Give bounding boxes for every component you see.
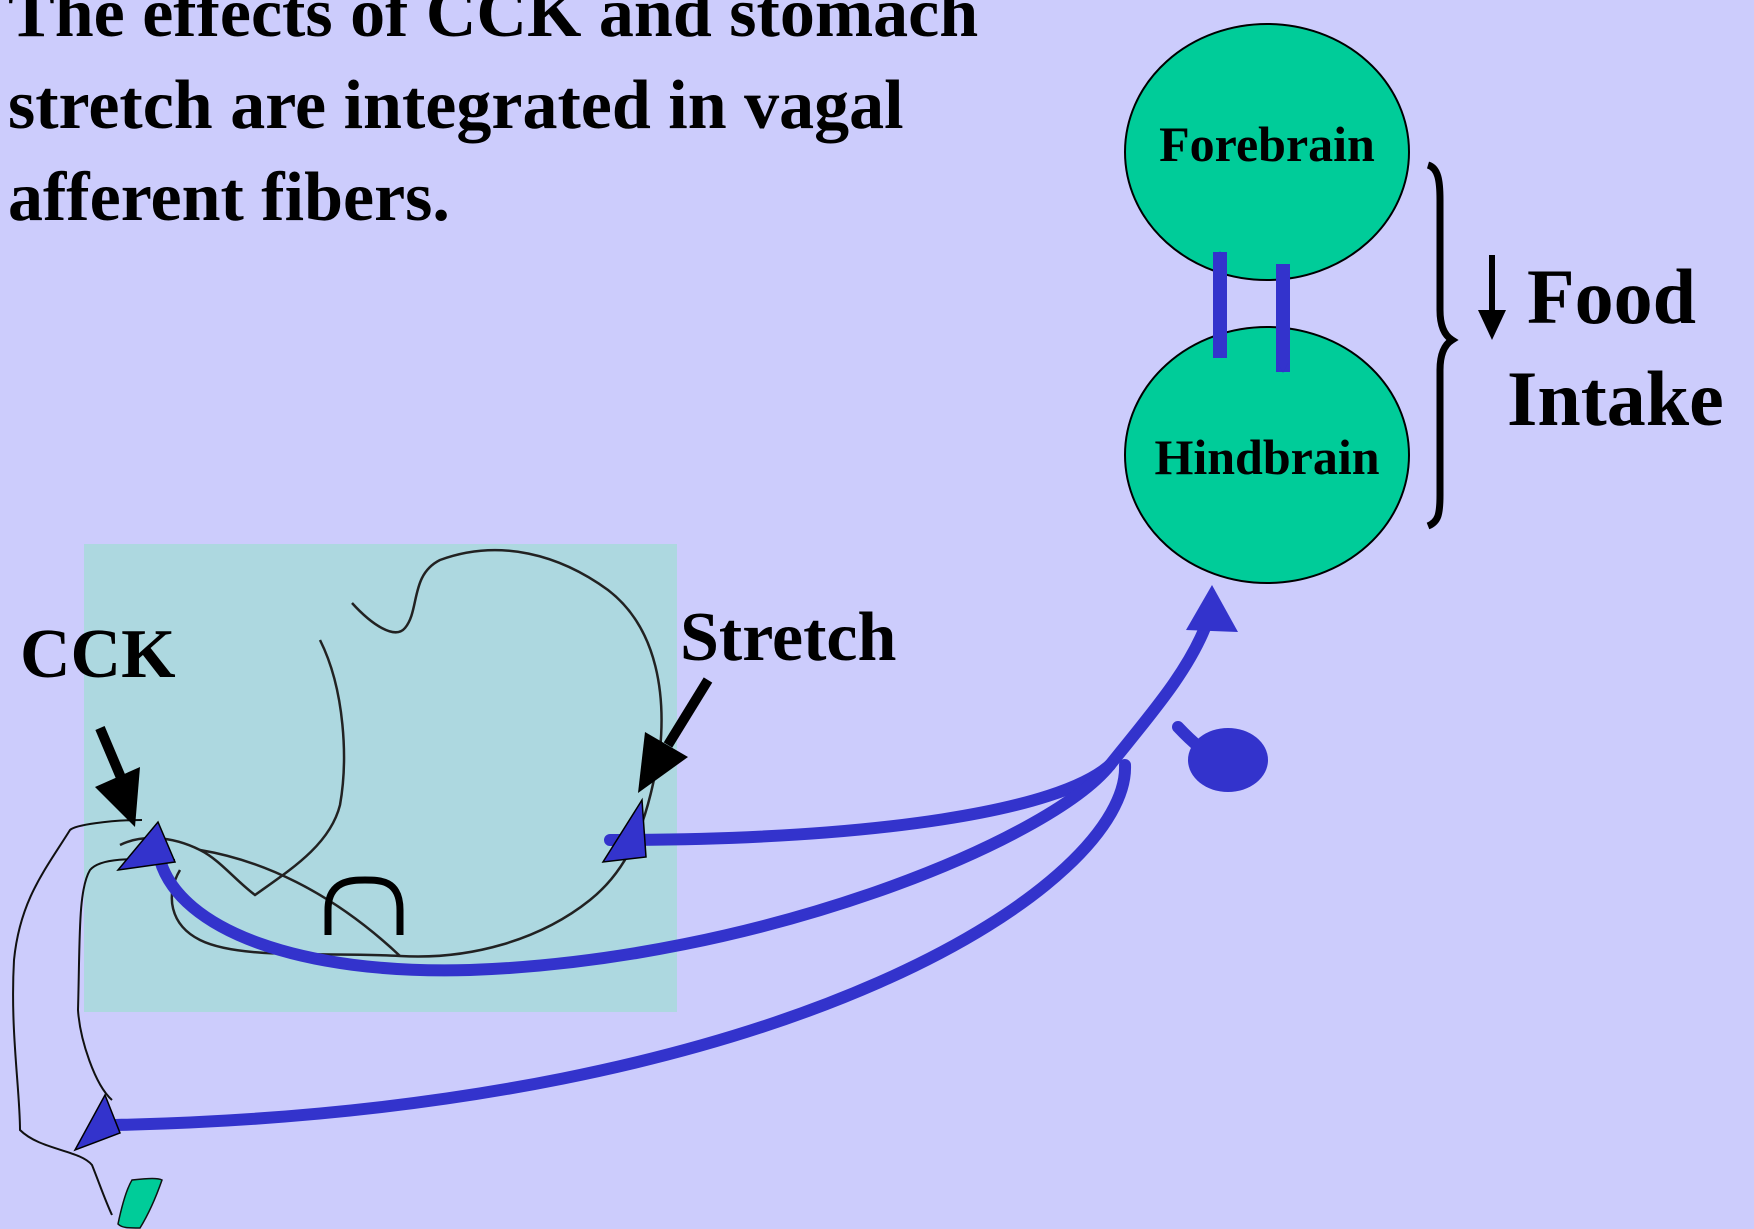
decrease-arrow-icon bbox=[1478, 255, 1506, 340]
cck-label: CCK bbox=[20, 615, 176, 695]
brace bbox=[1428, 165, 1452, 526]
forebrain-label: Forebrain bbox=[1117, 115, 1417, 173]
intestinal-receptor-ending bbox=[75, 1095, 120, 1150]
stretch-label: Stretch bbox=[680, 598, 896, 678]
hindbrain-label: Hindbrain bbox=[1117, 428, 1417, 486]
fiber-arrowhead-to-hindbrain bbox=[1186, 585, 1238, 632]
intake-label: Intake bbox=[1507, 354, 1724, 444]
intestine-segment bbox=[118, 1179, 162, 1229]
food-label: Food bbox=[1527, 252, 1696, 342]
inhibitory-terminal bbox=[1188, 728, 1268, 792]
